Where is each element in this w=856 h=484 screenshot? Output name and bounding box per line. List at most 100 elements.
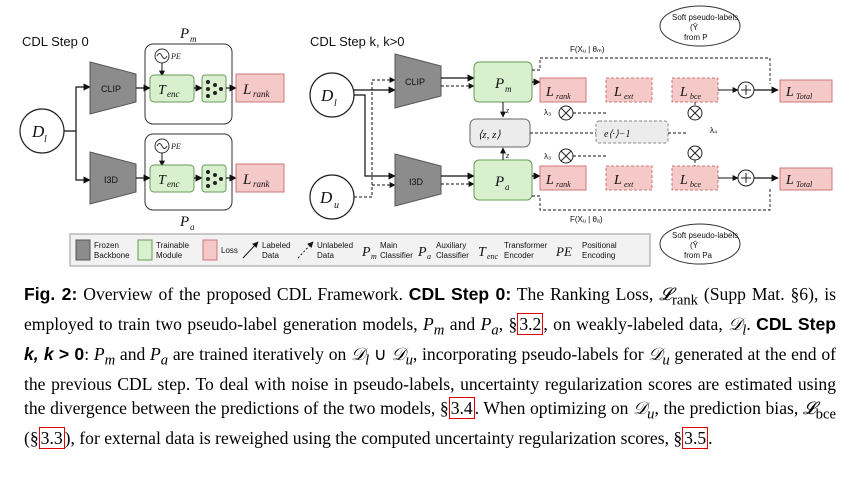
svg-text:T: T [478,245,487,260]
svg-text:Classifier: Classifier [436,251,469,260]
stepk-pa-rank-loss: L rank [539,165,587,191]
step0-pa-module [144,133,233,211]
svg-text:Module: Module [156,251,183,260]
svg-text:L: L [242,172,251,188]
section-link-3-2[interactable]: 3.2 [517,313,544,336]
legend-pm: P m Main Classifier [361,241,413,261]
svg-text:PE: PE [555,244,572,259]
step0-i3d-backbone: I3D [89,151,137,205]
svg-text:ext: ext [624,92,634,101]
pe-icon: PE [154,48,181,64]
pm-total-loss: L Total [779,79,833,103]
svg-text:D: D [31,122,45,141]
section-link-3-5[interactable]: 3.5 [682,426,709,449]
step0-pa-rank-loss: L rank [235,163,285,193]
svg-text:P: P [417,245,427,260]
svg-text:enc: enc [487,252,499,261]
svg-text:(Ŷ: (Ŷ [690,241,699,250]
stepk-pm-rank-loss: L rank [539,77,587,103]
svg-text:L: L [613,85,622,100]
svg-text:l: l [44,134,47,145]
svg-text:⟨z, z⟩: ⟨z, z⟩ [478,129,501,141]
stepk-dl-node: D l [309,72,355,118]
figure-label: Fig. 2: [24,284,78,304]
svg-text:D: D [320,86,334,105]
stepk-pm-ext-loss: L ext [605,77,653,103]
svg-text:Total: Total [796,92,813,101]
legend-unlabeled: Unlabeled Data [297,241,353,260]
legend-labeled: Labeled Data [242,241,290,260]
svg-text:Transformer: Transformer [504,241,548,250]
svg-text:rank: rank [556,92,571,101]
svg-text:Labeled: Labeled [262,241,290,250]
pe-icon: PE [154,138,181,154]
svg-text:z: z [505,151,510,160]
svg-text:T: T [158,83,167,98]
embedding-pair-box: ⟨z, z⟩ [469,118,531,148]
svg-text:L: L [545,85,554,100]
step0-pm-rank-loss: L rank [235,73,285,103]
step0-pm-module [144,43,233,125]
stepk-pm-bce-loss: L bce [671,77,719,103]
stepk-title: CDL Step k, k>0 [310,34,405,49]
svg-text:enc: enc [167,89,180,99]
svg-text:F(Xᵤ | θₐ): F(Xᵤ | θₐ) [570,215,603,224]
section-link-3-3[interactable]: 3.3 [38,426,65,449]
step0-pm-tenc: T enc [149,74,195,103]
step0-pa-tenc: T enc [149,164,195,193]
svg-text:L: L [613,173,622,188]
svg-text:rank: rank [556,180,571,189]
step0-title: CDL Step 0 [22,34,89,49]
legend-box [69,233,651,267]
svg-text:P: P [494,174,504,190]
cdl-framework-figure: CDL Step 0 D l CLIP I3D P m PE T enc [19,5,833,267]
exp-term-box: e⟨·⟩−1 [595,120,669,144]
stepk-pa-module: P a [473,159,533,201]
legend-pa: P a Auxiliary Classifier [417,241,469,261]
step0-pa-label: P a [179,214,195,232]
svg-text:Frozen: Frozen [94,241,119,250]
svg-text:Backbone: Backbone [94,251,130,260]
section-link-3-4[interactable]: 3.4 [448,396,475,419]
multiply-node [558,105,703,164]
svg-text:CLIP: CLIP [101,84,121,94]
svg-text:from P: from P [684,33,708,42]
figure-caption: Fig. 2: Overview of the proposed CDL Fra… [24,284,837,449]
svg-text:L: L [545,173,554,188]
soft-pseudo-labels-pm: Soft pseudo-labels (Ŷ from P [659,5,741,47]
legend-pe: PE Positional Encoding [555,241,617,260]
svg-text:P: P [179,214,189,230]
svg-text:a: a [427,252,431,261]
svg-text:Positional: Positional [582,241,617,250]
svg-text:Classifier: Classifier [380,251,413,260]
svg-text:Auxiliary: Auxiliary [436,241,466,250]
svg-text:Loss: Loss [221,246,238,255]
svg-text:P: P [179,26,189,42]
svg-text:rank: rank [253,89,271,99]
svg-text:(Ŷ: (Ŷ [690,23,699,32]
svg-text:m: m [371,252,377,261]
legend-frozen: Frozen Backbone [75,239,130,261]
svg-text:Main: Main [380,241,397,250]
svg-text:Encoder: Encoder [504,251,534,260]
svg-text:λ₃: λ₃ [544,152,551,161]
svg-text:rank: rank [253,179,271,189]
svg-text:Soft pseudo-labels: Soft pseudo-labels [672,13,738,22]
svg-text:u: u [334,200,339,211]
step0-pa-classifier-icon [201,164,227,193]
svg-text:CLIP: CLIP [405,77,425,87]
stepk-i3d-backbone: I3D [394,153,442,207]
svg-text:λ₃: λ₃ [544,108,551,117]
svg-text:L: L [679,85,688,100]
svg-text:Data: Data [262,251,279,260]
stepk-pa-bce-loss: L bce [671,165,719,191]
step0-dl-node: D l [19,108,65,154]
stepk-pm-module: P m [473,61,533,103]
svg-text:enc: enc [167,179,180,189]
svg-text:F(Xᵤ | θₘ): F(Xᵤ | θₘ) [570,45,605,54]
svg-text:e⟨·⟩−1: e⟨·⟩−1 [604,129,631,140]
svg-text:L: L [785,173,794,188]
svg-text:a: a [190,222,195,232]
svg-text:from Pa: from Pa [684,251,713,260]
pa-total-loss: L Total [779,167,833,191]
